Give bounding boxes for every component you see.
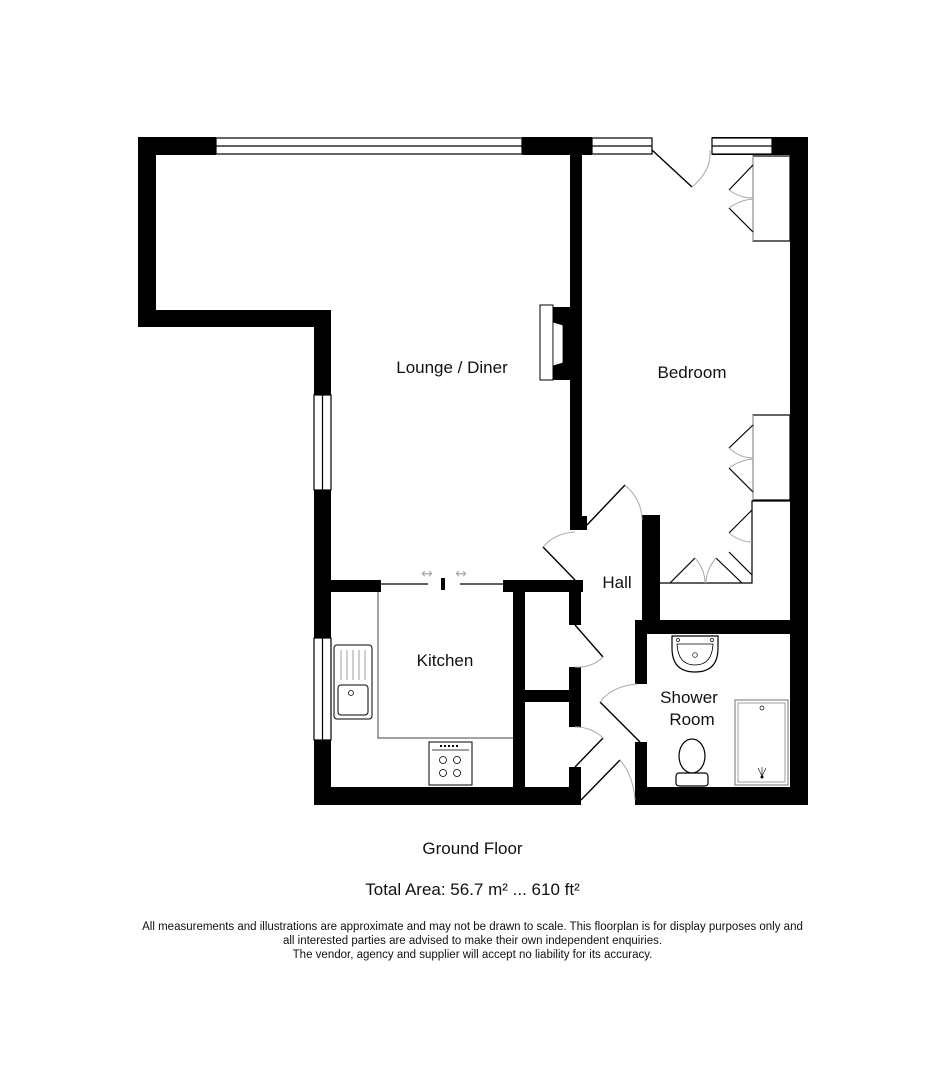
cooker-icon: [428, 741, 473, 786]
wash-basin-icon: [671, 635, 719, 673]
room-label-hall: Hall: [602, 573, 631, 592]
disclaimer: All measurements and illustrations are a…: [0, 920, 945, 962]
fireplace-icon: [539, 304, 564, 381]
floor-title: Ground Floor: [422, 839, 523, 858]
disclaimer-line-2: all interested parties are advised to ma…: [282, 935, 663, 947]
svg-text:↔: ↔: [421, 566, 433, 582]
kitchen-worktop: [377, 592, 513, 739]
wardrobe-icon: [660, 155, 791, 584]
disclaimer-line-1: All measurements and illustrations are a…: [142, 921, 803, 933]
room-label-shower-room-line2: Room: [669, 710, 714, 729]
room-label-bedroom: Bedroom: [658, 363, 727, 382]
floor-plan: ↔ ↔: [138, 137, 808, 805]
shower-tray-icon: [734, 699, 789, 786]
sliding-doors-icon: ↔ ↔: [381, 566, 503, 585]
total-area: Total Area: 56.7 m² ... 610 ft²: [365, 880, 580, 899]
sink-icon: [333, 644, 373, 720]
toilet-icon: [675, 738, 709, 787]
room-label-kitchen: Kitchen: [417, 651, 474, 670]
room-label-shower-room-line1: Shower: [660, 688, 718, 707]
svg-text:↔: ↔: [455, 566, 467, 582]
doors: [542, 149, 711, 801]
disclaimer-line-3: The vendor, agency and supplier will acc…: [292, 949, 653, 961]
room-label-lounge-diner: Lounge / Diner: [396, 358, 508, 377]
windows: [215, 137, 773, 741]
